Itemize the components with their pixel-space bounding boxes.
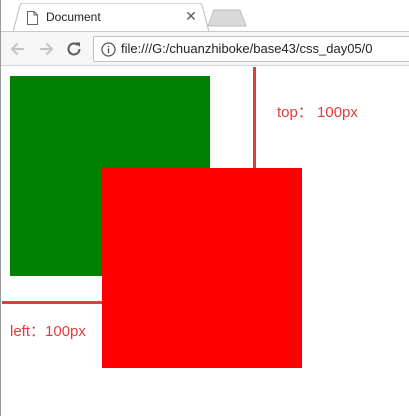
top-offset-guide — [253, 67, 256, 168]
page-content: top： 100px left：100px — [2, 67, 409, 416]
arrow-left-icon[interactable] — [9, 40, 27, 58]
toolbar: file:///G:/chuanzhiboke/base43/css_day05… — [1, 32, 409, 66]
tab-title: Document — [46, 10, 101, 24]
address-bar[interactable]: file:///G:/chuanzhiboke/base43/css_day05… — [93, 36, 409, 62]
top-offset-label: top： 100px — [277, 104, 358, 121]
url-text: file:///G:/chuanzhiboke/base43/css_day05… — [121, 41, 373, 56]
tab-strip: Document ✕ — [1, 0, 409, 33]
tab-document[interactable]: Document ✕ — [13, 3, 209, 33]
page-icon — [27, 11, 38, 25]
red-box — [102, 168, 302, 368]
tab-shape — [13, 3, 209, 33]
arrow-right-icon[interactable] — [37, 40, 55, 58]
left-offset-guide — [2, 301, 102, 304]
reload-icon[interactable] — [65, 40, 83, 58]
left-offset-label: left：100px — [10, 323, 86, 340]
info-icon[interactable] — [101, 42, 116, 57]
close-icon[interactable]: ✕ — [185, 8, 197, 24]
new-tab-button[interactable] — [207, 9, 247, 27]
tab-strip-border — [1, 31, 409, 32]
